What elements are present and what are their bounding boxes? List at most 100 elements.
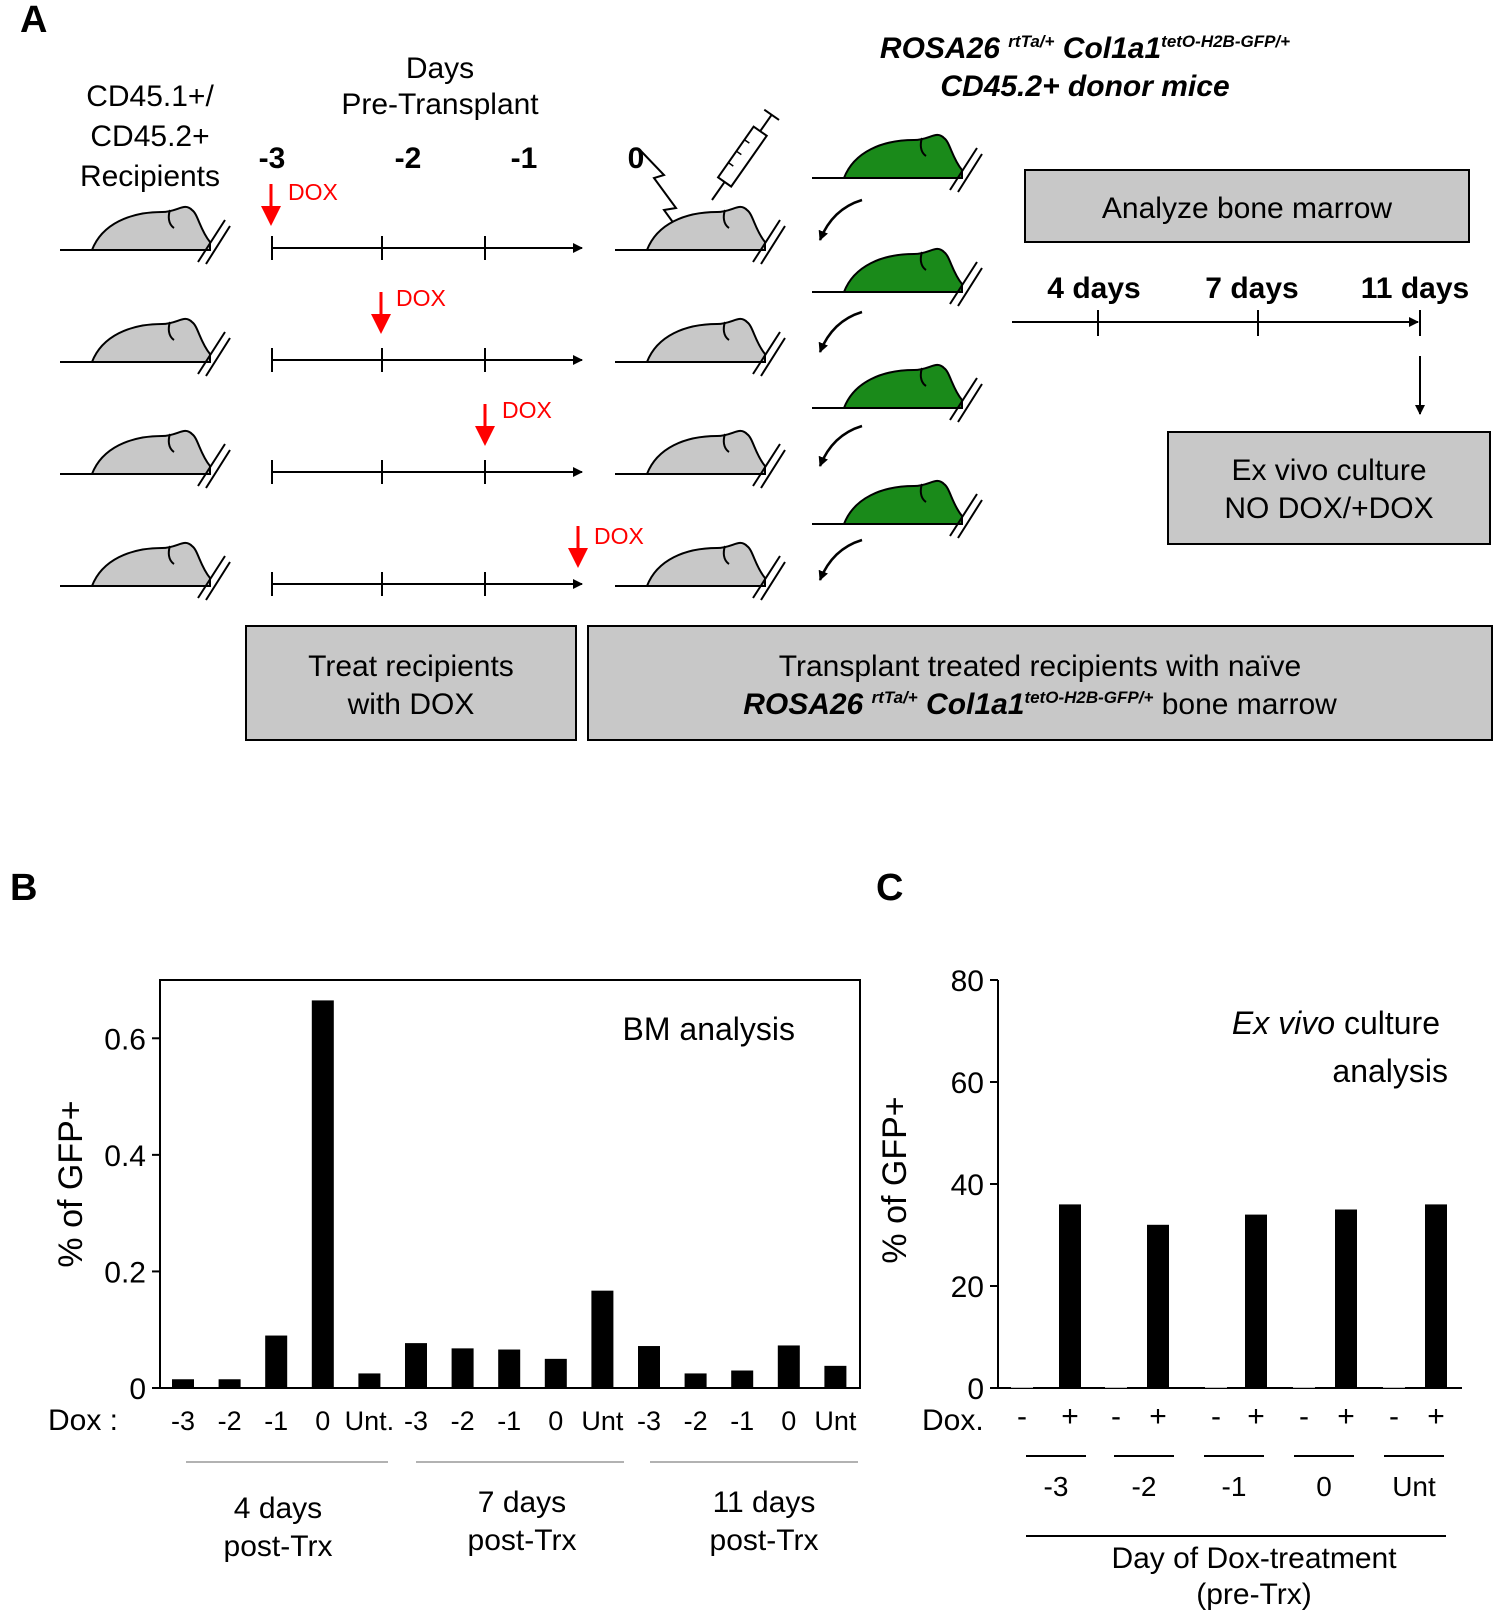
bar: [1105, 1386, 1127, 1388]
x-tick-label: 0: [315, 1406, 330, 1436]
days-label-1: Days: [406, 52, 474, 85]
x-tick-label: 0: [781, 1406, 796, 1436]
x-tick-label: -: [1211, 1400, 1221, 1433]
analyze-box: [1024, 169, 1470, 243]
group-label: -3: [1044, 1471, 1069, 1502]
bar: [777, 1345, 800, 1388]
bar: [591, 1290, 614, 1388]
x-tick-label: Unt: [814, 1406, 857, 1436]
panel-b: B BM analysis % of GFP+ 00.20.40.6 Dox :…: [10, 867, 861, 1563]
days-label-2: Pre-Transplant: [341, 88, 539, 121]
bar: [1293, 1386, 1315, 1388]
panel-c: C Ex vivo culture analysis % of GFP+ 020…: [876, 867, 1462, 1611]
chart-b-group1-line1: 4 days: [234, 1492, 322, 1525]
chart-b-ylabel: % of GFP+: [52, 1100, 90, 1267]
bar: [405, 1343, 427, 1388]
x-tick-label: -3: [637, 1406, 661, 1436]
y-tick-label: 0: [967, 1373, 984, 1406]
transplant-box-line2: ROSA26 rtTa/+ Col1a1tetO-H2B-GFP/+ bone …: [743, 688, 1337, 721]
group-label: 0: [1316, 1471, 1332, 1502]
chart-b-y-axis: 00.20.40.6: [104, 1023, 160, 1406]
x-tick-label: Unt.: [345, 1406, 395, 1436]
y-tick-label: 20: [951, 1271, 984, 1304]
x-tick-label: -: [1017, 1400, 1027, 1433]
chart-c-title-line1: Ex vivo culture: [1232, 1005, 1440, 1041]
timeline-row-1: DOX: [59, 133, 983, 265]
bar: [731, 1370, 754, 1388]
chart-b-bars: [172, 1000, 847, 1388]
y-tick-label: 0.4: [104, 1140, 146, 1173]
x-tick-label: -2: [451, 1406, 475, 1436]
recipients-label-3: Recipients: [80, 160, 220, 193]
bar: [1059, 1204, 1081, 1388]
x-tick-label: +: [1149, 1400, 1167, 1433]
syringe-icon: [711, 108, 780, 201]
bar: [1147, 1224, 1169, 1388]
bar: [311, 1000, 334, 1388]
bar: [172, 1379, 194, 1388]
group-label: Unt: [1392, 1471, 1436, 1502]
timeline-row-2: DOX: [59, 247, 983, 377]
analysis-day-11: 11 days: [1361, 272, 1469, 305]
chart-b-group2-line2: post-Trx: [468, 1524, 577, 1557]
panel-a-label: A: [20, 0, 47, 41]
chart-b-title: BM analysis: [623, 1011, 796, 1047]
bar: [498, 1349, 521, 1388]
x-tick-label: -: [1111, 1400, 1121, 1433]
donor-title-line2: CD45.2+ donor mice: [940, 70, 1229, 103]
y-tick-label: 40: [951, 1169, 984, 1202]
x-tick-label: -: [1299, 1400, 1309, 1433]
bar: [358, 1373, 381, 1388]
dox-label: DOX: [594, 523, 644, 549]
chart-c-row-label: Dox.: [922, 1404, 984, 1437]
irradiation-icon: [639, 149, 681, 233]
x-tick-label: Unt: [581, 1406, 624, 1436]
day-tick-m2: -2: [395, 142, 422, 175]
dox-label: DOX: [288, 179, 338, 205]
x-tick-label: +: [1247, 1400, 1265, 1433]
day-tick-0: 0: [628, 142, 645, 175]
x-tick-label: -3: [404, 1406, 428, 1436]
exvivo-box-line1: Ex vivo culture: [1231, 454, 1426, 487]
chart-c-xlabel-line1: Day of Dox-treatment: [1111, 1542, 1397, 1575]
dox-label: DOX: [502, 397, 552, 423]
bar: [1383, 1386, 1405, 1388]
chart-b-row-label: Dox :: [48, 1404, 118, 1437]
x-tick-label: -1: [497, 1406, 521, 1436]
x-tick-label: -1: [264, 1406, 288, 1436]
treat-box: [245, 625, 577, 741]
timeline-row-4: DOX: [59, 479, 983, 601]
bar: [1245, 1214, 1267, 1388]
treat-box-line2: with DOX: [347, 688, 475, 721]
chart-c-title-line2: analysis: [1332, 1053, 1448, 1089]
analysis-day-7: 7 days: [1205, 272, 1298, 305]
bar: [1335, 1209, 1357, 1388]
x-tick-label: +: [1337, 1400, 1355, 1433]
panel-b-label: B: [10, 867, 37, 909]
bar: [451, 1348, 474, 1388]
chart-b-group1-line2: post-Trx: [224, 1530, 333, 1563]
bar: [218, 1379, 241, 1388]
dox-label: DOX: [396, 285, 446, 311]
bar: [1205, 1386, 1227, 1388]
analyze-box-text: Analyze bone marrow: [1102, 192, 1392, 225]
x-tick-label: 0: [548, 1406, 563, 1436]
group-label: -1: [1222, 1471, 1247, 1502]
chart-c-ylabel: % of GFP+: [876, 1096, 914, 1263]
y-tick-label: 0.6: [104, 1023, 146, 1056]
panel-a: A CD45.1+/ CD45.2+ Recipients Days Pre-T…: [20, 0, 1493, 741]
y-tick-label: 60: [951, 1067, 984, 1100]
bar: [1011, 1386, 1033, 1388]
x-tick-label: -2: [684, 1406, 708, 1436]
exvivo-box: [1167, 431, 1491, 545]
bar: [684, 1373, 707, 1388]
bar: [1425, 1204, 1447, 1388]
chart-c-bars: [1011, 1204, 1447, 1388]
analysis-day-4: 4 days: [1047, 272, 1140, 305]
donor-title-line1: ROSA26 rtTa/+ Col1a1tetO-H2B-GFP/+: [880, 32, 1290, 65]
transplant-box-line1: Transplant treated recipients with naïve: [779, 650, 1302, 683]
chart-b-group3-line1: 11 days: [713, 1486, 816, 1519]
